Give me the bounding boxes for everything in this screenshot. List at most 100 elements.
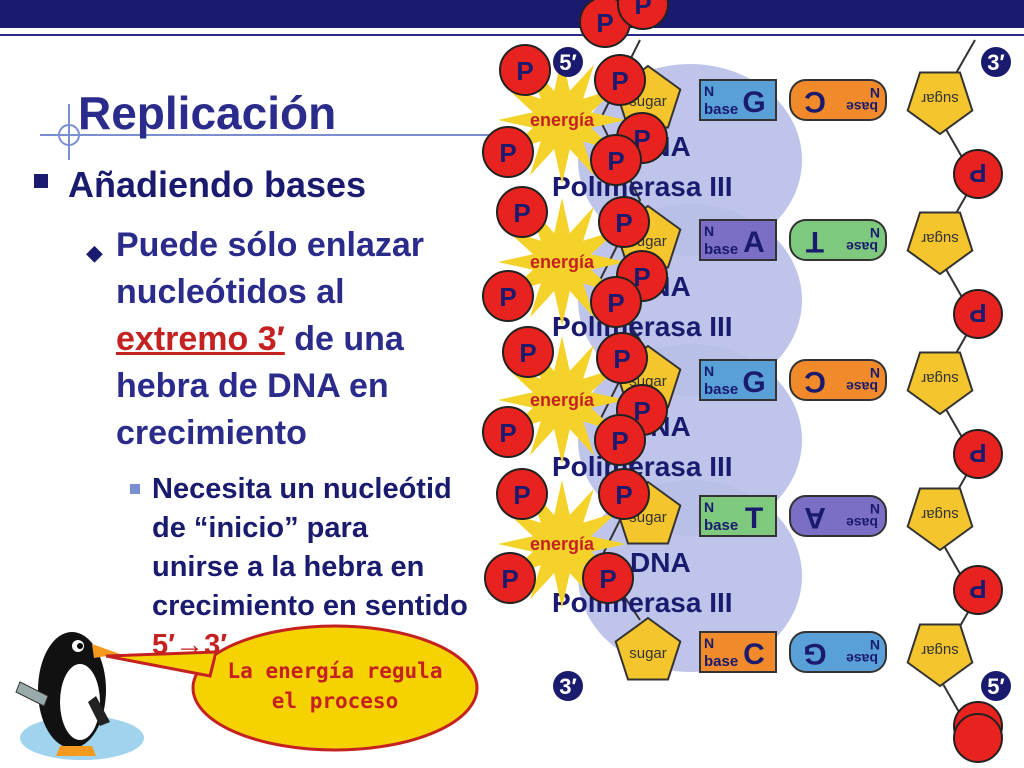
phosphate-label: P (613, 344, 630, 374)
right-sugar (906, 351, 974, 416)
phosphate-label: P (611, 66, 628, 96)
base-word: base (846, 99, 878, 115)
left-base-letter: A (743, 226, 765, 259)
left-base (699, 79, 777, 121)
title-decor-circle (58, 124, 80, 146)
base-word: base (704, 381, 738, 398)
bullet-level3-line2: de “inicio” para (152, 512, 368, 544)
base-word: base (704, 101, 738, 118)
energy-label: energía (530, 390, 595, 410)
base-word: base (704, 653, 738, 670)
n-letter: N (870, 225, 880, 241)
polymerase-label-line1: DNA (630, 547, 691, 578)
base-word: base (846, 651, 878, 667)
bullet-level2-line3: extremo 3′ de una (116, 320, 404, 358)
polymerase-label-line2: Polimerasa III (552, 587, 733, 618)
right-base-letter: C (804, 85, 826, 118)
bullet-level3-line1: Necesita un nucleótid (152, 473, 452, 505)
left-base-letter: C (743, 638, 765, 671)
end-label-badge (553, 47, 583, 77)
sugar-label: sugar (921, 90, 959, 107)
phosphate-circle (484, 552, 536, 604)
right-base (789, 495, 887, 537)
bullet-square-icon (34, 174, 48, 188)
energy-star-icon (498, 56, 626, 184)
right-sugar (906, 71, 974, 136)
energy-star-icon (498, 336, 626, 464)
title-decor-hline (40, 134, 520, 136)
right-base (789, 79, 887, 121)
phosphate-label: P (499, 138, 516, 168)
right-base-letter: A (804, 501, 826, 534)
phosphate-label: P (633, 262, 650, 292)
phosphate-circle (502, 326, 554, 378)
polymerase-label-line2: Polimerasa III (552, 311, 733, 342)
bullet-level3-line3: unirse a la hebra en (152, 551, 425, 583)
right-phosphate (953, 289, 1003, 339)
left-base (699, 495, 777, 537)
left-sugar (614, 616, 682, 681)
phosphate-label: P (969, 298, 986, 328)
n-letter: N (704, 499, 714, 515)
n-letter: N (870, 501, 880, 517)
phosphate-label: P (516, 56, 533, 86)
phosphate-circle (598, 196, 650, 248)
phosphate-circle (499, 44, 551, 96)
phosphate-circle (482, 126, 534, 178)
phosphate-label: P (969, 438, 986, 468)
phosphate-circle (596, 332, 648, 384)
left-base (699, 631, 777, 673)
phosphate-circle (482, 270, 534, 322)
sugar-label: sugar (629, 645, 667, 662)
phosphate-circle (496, 468, 548, 520)
speech-bubble-tail (106, 650, 216, 678)
end-label-top_right: 3′ (987, 50, 1005, 75)
n-letter: N (704, 363, 714, 379)
left-base-letter: T (745, 502, 763, 535)
n-letter: N (870, 365, 880, 381)
n-letter: N (704, 223, 714, 239)
bullet-level2-line4: hebra de DNA en (116, 367, 389, 405)
phosphate-label: P (969, 574, 986, 604)
energy-label: energía (530, 110, 595, 130)
right-phosphate (953, 713, 1003, 763)
sugar-label: sugar (921, 230, 959, 247)
end-label-bottom_right: 5′ (987, 674, 1005, 699)
right-phosphate (953, 149, 1003, 199)
underlined-term: extremo 3′ (116, 320, 285, 358)
right-sugar (906, 487, 974, 552)
phosphate-label: P (634, 0, 651, 20)
end-label-bottom_left: 3′ (559, 674, 577, 699)
end-label-badge (981, 671, 1011, 701)
bullet-level2-line2: nucleótidos al (116, 273, 345, 311)
phosphate-label: P (607, 288, 624, 318)
energy-star-icon (498, 480, 626, 608)
bullet-level3-line4: crecimiento en sentido (152, 590, 468, 622)
right-base (789, 631, 887, 673)
right-phosphate (953, 429, 1003, 479)
phosphate-label: P (615, 208, 632, 238)
left-base-letter: G (742, 86, 765, 119)
phosphate-circle (594, 54, 646, 106)
phosphate-circle (496, 186, 548, 238)
slide-title: Replicación (78, 87, 337, 139)
diamond-bullet-icon: ◆ (86, 240, 103, 265)
right-phosphate (953, 565, 1003, 615)
energy-label: energía (530, 252, 595, 272)
energy-star-icon (498, 198, 626, 326)
phosphate-circle (617, 0, 669, 30)
phosphate-label: P (499, 282, 516, 312)
header-rule (0, 28, 1024, 36)
sugar-label: sugar (921, 506, 959, 523)
phosphate-circle (582, 552, 634, 604)
phosphate-label: P (513, 480, 530, 510)
base-word: base (704, 517, 738, 534)
right-base (789, 359, 887, 401)
phosphate-label: P (501, 564, 518, 594)
right-sugar (906, 211, 974, 276)
phosphate-label: P (499, 418, 516, 448)
end-label-badge (981, 47, 1011, 77)
bullet-level2-line1: Puede sólo enlazar (116, 226, 424, 264)
header-bar (0, 0, 1024, 28)
